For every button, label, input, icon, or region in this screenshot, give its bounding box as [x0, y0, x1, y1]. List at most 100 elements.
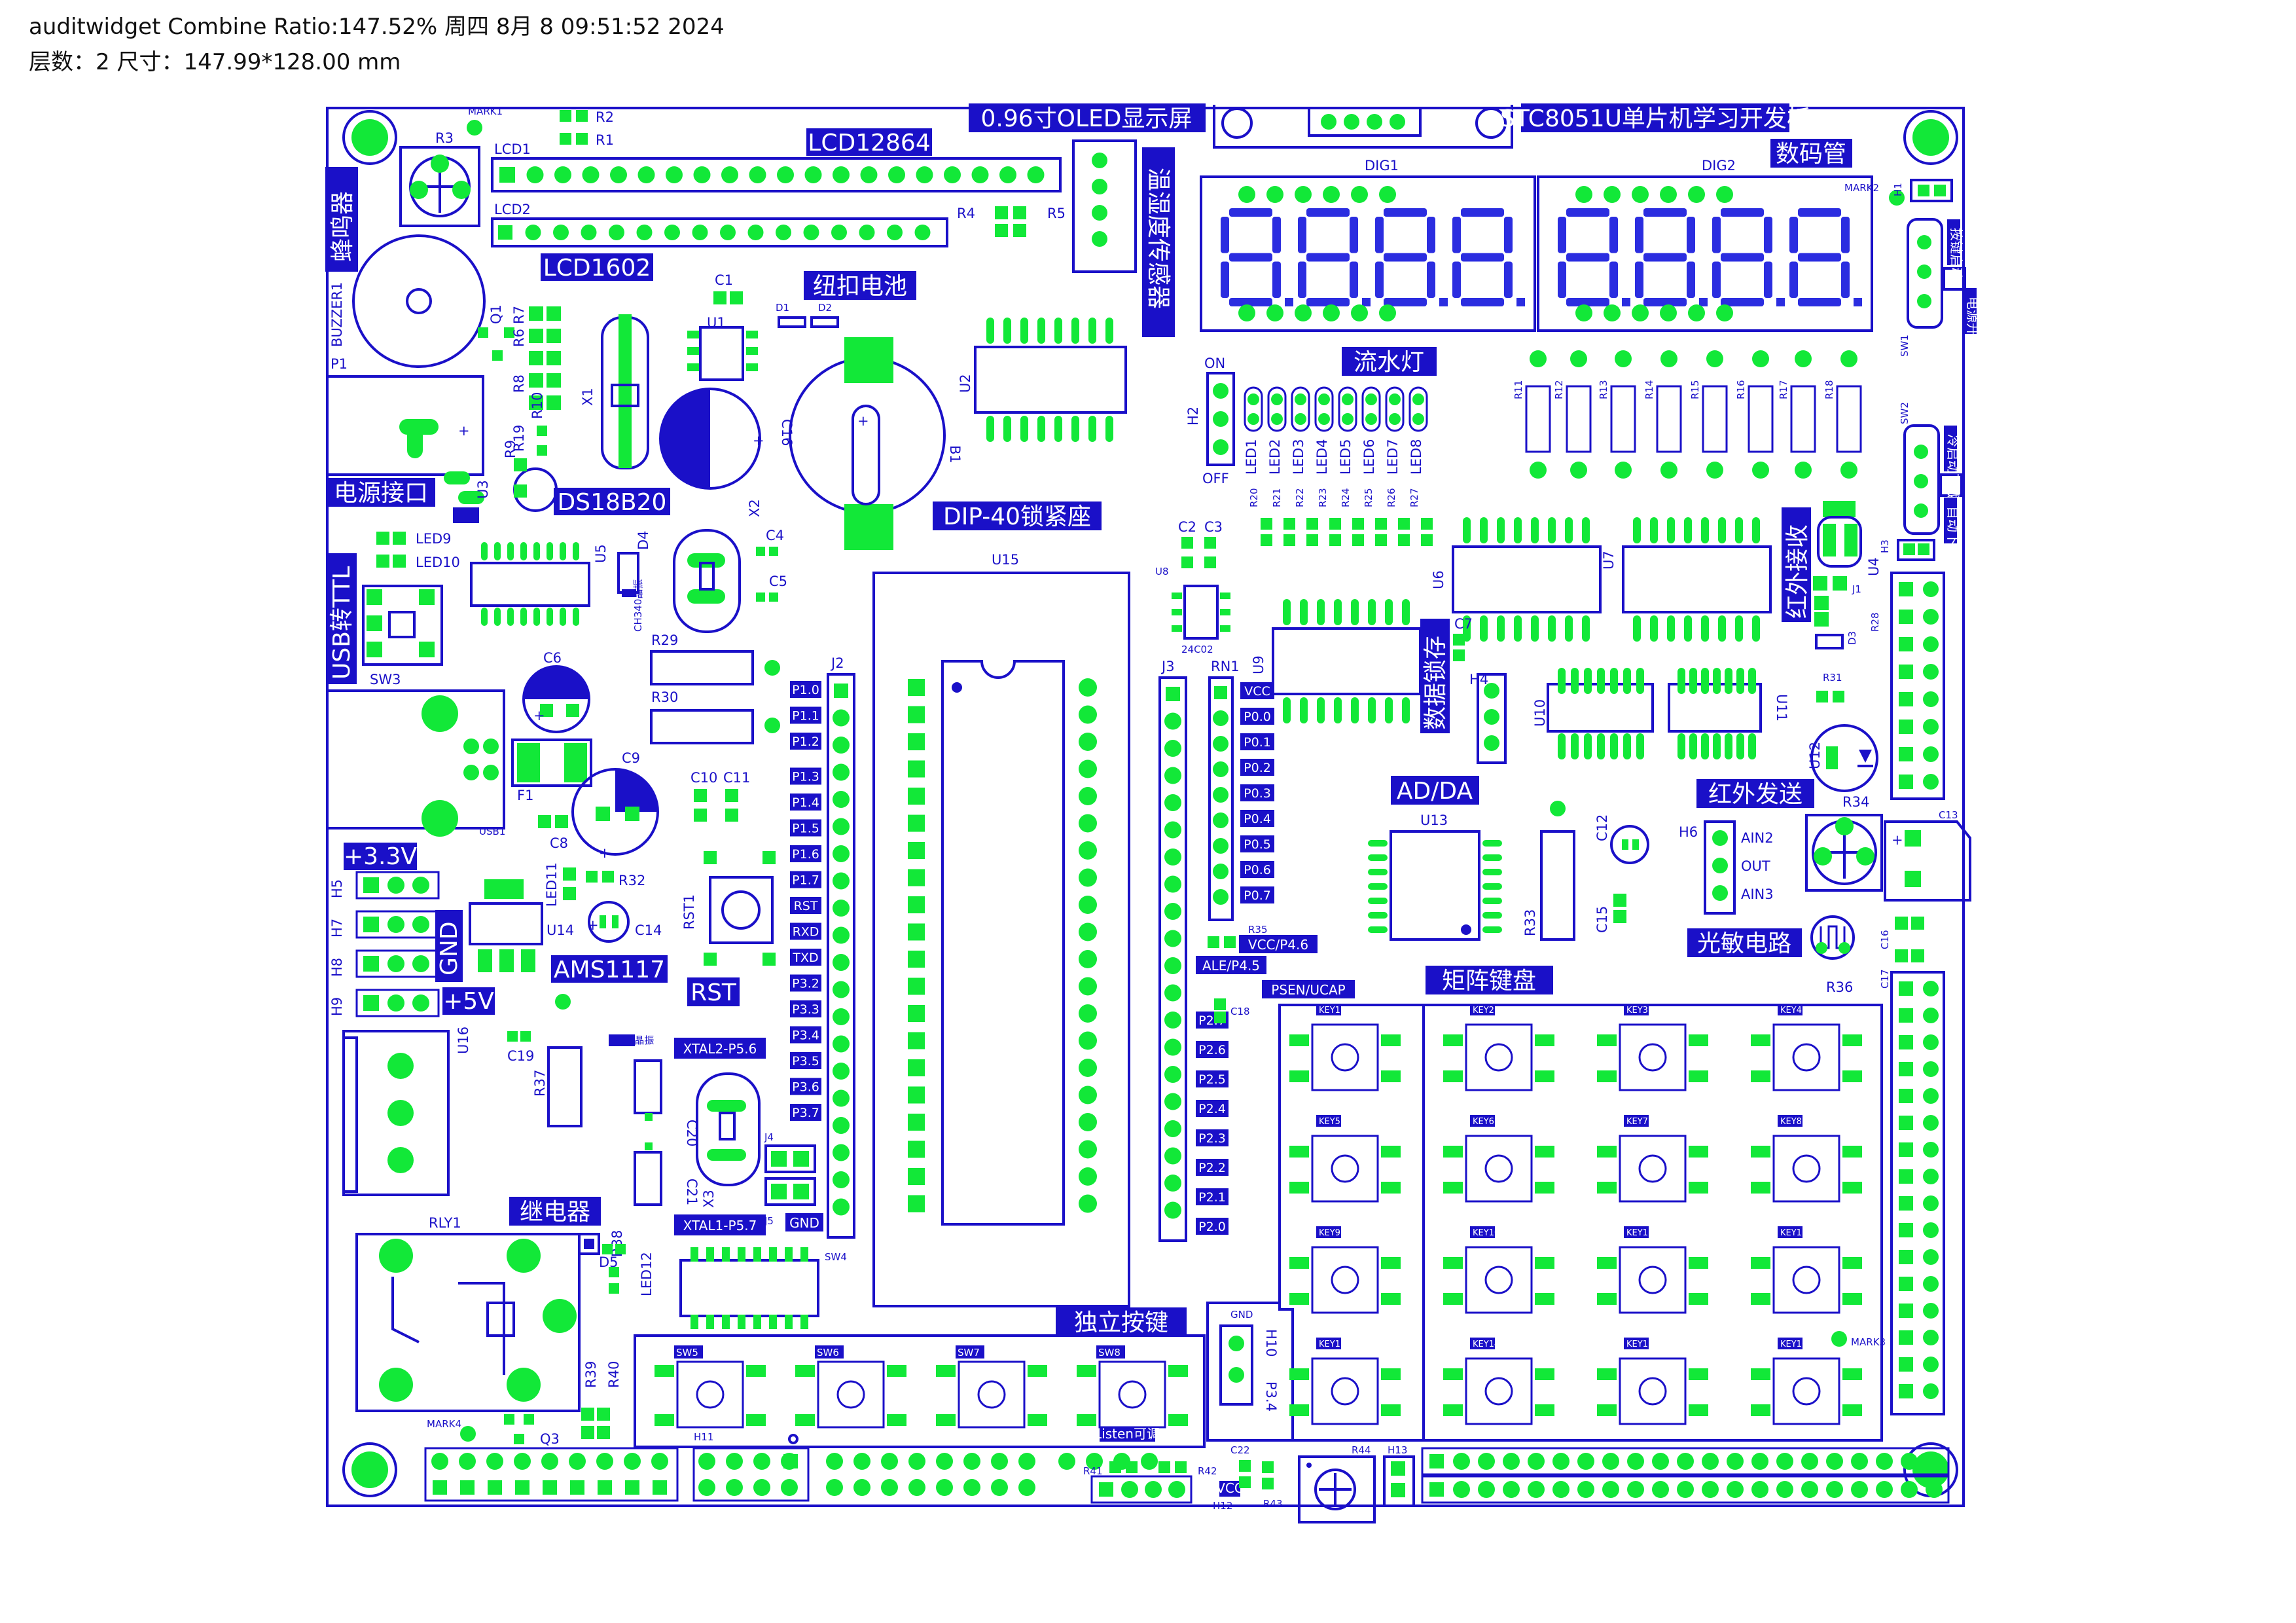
matrix-key-label-bg: [1470, 1226, 1495, 1238]
u1-c1: C1 U1: [687, 272, 758, 381]
c13-label: C13: [1939, 809, 1958, 821]
d4-label: D4: [636, 530, 651, 550]
r1-label: R1: [596, 132, 614, 148]
u10-label: U10: [1532, 699, 1548, 727]
pad: [1283, 518, 1295, 530]
segment: [1798, 298, 1841, 306]
resistor-body: [1702, 385, 1728, 453]
pad: [1058, 1453, 1075, 1470]
segment: [1375, 261, 1384, 298]
pad: [1295, 393, 1306, 405]
pad: [1689, 1182, 1708, 1194]
pad: [1899, 775, 1913, 789]
r30-label: R30: [651, 689, 678, 705]
ch340-xtal-label: CH340晶振: [632, 579, 644, 632]
pad: [1899, 665, 1913, 679]
pad: [1306, 518, 1318, 530]
pad: [1213, 710, 1229, 726]
matrix-key-label-bg: [1316, 1004, 1341, 1015]
pad: [1923, 1222, 1939, 1238]
matrix-key-label: KEY14: [1473, 1340, 1499, 1349]
pad: [1375, 534, 1387, 546]
pad: [1684, 517, 1692, 543]
r6-label: R6: [511, 329, 527, 347]
r9-label: R9: [503, 440, 518, 458]
pad: [1300, 697, 1308, 723]
mark1-label: MARK1: [468, 105, 503, 117]
pad: [1597, 1182, 1617, 1194]
resistor-body: [1656, 385, 1682, 453]
pad: [833, 1008, 850, 1025]
c5-label: C5: [769, 574, 787, 589]
pad: [1166, 687, 1180, 701]
pad: [1482, 898, 1502, 904]
pad: [1851, 1481, 1868, 1498]
pad: [1899, 1330, 1913, 1345]
lcd2-label: LCD2: [494, 202, 531, 217]
pad: [833, 954, 850, 971]
u9-ic: U9: [1251, 599, 1422, 723]
pad: [412, 916, 429, 933]
pad: [363, 995, 379, 1011]
c22-label: C22: [1230, 1444, 1250, 1456]
p34-label: P3.4: [1263, 1381, 1279, 1412]
pin-label-bg: [1240, 784, 1274, 801]
u12-label: U12: [1807, 742, 1823, 769]
pad: [1899, 1116, 1913, 1130]
pad: [1453, 1481, 1470, 1498]
pad: [833, 1117, 850, 1134]
pad: [1323, 186, 1340, 203]
pad: [753, 1479, 770, 1496]
key-cap: [1118, 1380, 1147, 1409]
pad: [1840, 462, 1857, 479]
pad: [833, 872, 850, 890]
header-outline: [1421, 1475, 1950, 1504]
q3-label: Q3: [540, 1431, 560, 1447]
segment: [1721, 253, 1764, 262]
pad: [1530, 350, 1547, 367]
segment: [1221, 261, 1229, 298]
led-label: LED5: [1338, 439, 1354, 475]
pad: [785, 1247, 793, 1262]
pad: [1054, 318, 1062, 344]
ds18b20-label: DS18B20: [558, 489, 667, 516]
pad: [481, 542, 488, 560]
pad: [1689, 668, 1697, 694]
pad: [610, 166, 627, 183]
key-label-bg: [1096, 1345, 1125, 1359]
matrix-key-label-bg: [1778, 1226, 1803, 1238]
pad: [1548, 517, 1556, 543]
pad: [1351, 186, 1368, 203]
pad: [1351, 599, 1359, 625]
decimal-point: [1362, 298, 1371, 306]
pad: [637, 166, 655, 183]
pad: [1164, 930, 1181, 947]
pad: [753, 1453, 770, 1470]
pad: [769, 1247, 777, 1262]
pad: [1497, 517, 1505, 543]
segment: [1798, 253, 1841, 262]
pad: [1677, 1481, 1694, 1498]
pad: [1003, 318, 1011, 344]
pad: [1570, 462, 1587, 479]
pad: [1751, 1481, 1768, 1498]
pad: [1716, 186, 1733, 203]
page-header: auditwidget Combine Ratio:147.52% 周四 8月 …: [29, 9, 725, 80]
pad: [514, 1453, 531, 1470]
pad: [1164, 821, 1181, 839]
pin-label-p2-1: P2.1: [1198, 1190, 1226, 1205]
pin-label-bg: [1196, 1188, 1229, 1205]
pad: [1840, 350, 1857, 367]
pin-label-p2-4: P2.4: [1198, 1102, 1226, 1116]
u11-label: U11: [1774, 694, 1789, 721]
pad: [1899, 1169, 1913, 1184]
pad: [1443, 1404, 1463, 1416]
segment: [1789, 261, 1798, 298]
sw1-label: SW1: [1899, 335, 1910, 357]
pad: [833, 900, 850, 917]
pad: [1531, 615, 1539, 642]
pad: [1368, 840, 1388, 847]
matrix-key-label: KEY9: [1319, 1228, 1340, 1238]
pad: [1660, 350, 1677, 367]
pad: [1168, 1414, 1188, 1426]
